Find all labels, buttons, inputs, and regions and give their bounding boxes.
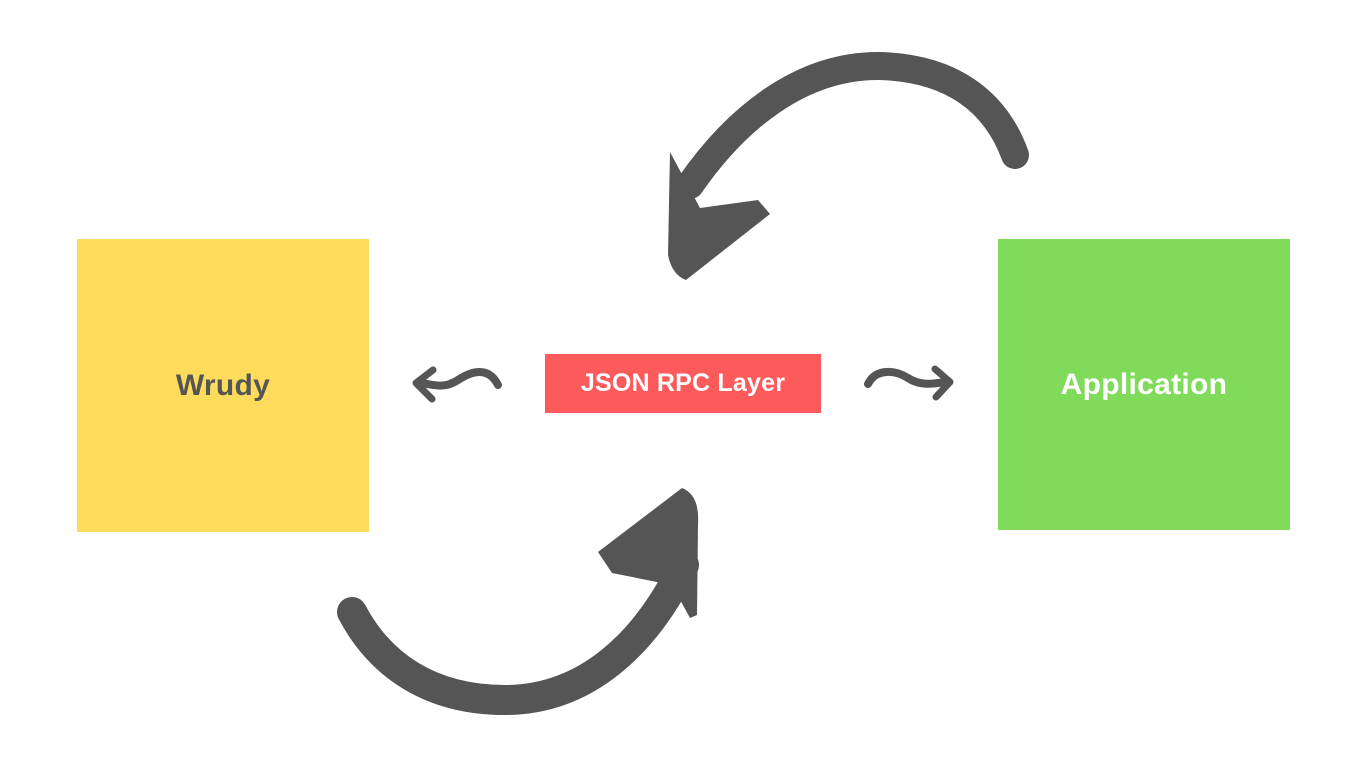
arrow-shaft: [337, 550, 699, 716]
node-json-rpc-layer: JSON RPC Layer: [545, 354, 821, 413]
arrow-head: [412, 366, 437, 403]
arrow-head: [598, 488, 699, 618]
arrow-json-to-wrudy: [412, 366, 502, 403]
arrow-application-to-json: [668, 51, 1029, 280]
arrow-head: [931, 365, 954, 401]
arrow-shaft: [418, 368, 502, 390]
node-wrudy-label: Wrudy: [175, 368, 271, 402]
arrow-wrudy-to-json: [337, 488, 699, 716]
arrow-json-to-application: [864, 365, 954, 401]
node-json-rpc-layer-label: JSON RPC Layer: [580, 369, 786, 397]
arrow-head: [668, 152, 770, 280]
arrow-shaft: [864, 368, 950, 388]
node-application-label: Application: [1060, 367, 1228, 401]
arrow-shaft: [676, 51, 1029, 199]
node-wrudy: Wrudy: [77, 239, 369, 532]
node-application: Application: [998, 239, 1290, 530]
